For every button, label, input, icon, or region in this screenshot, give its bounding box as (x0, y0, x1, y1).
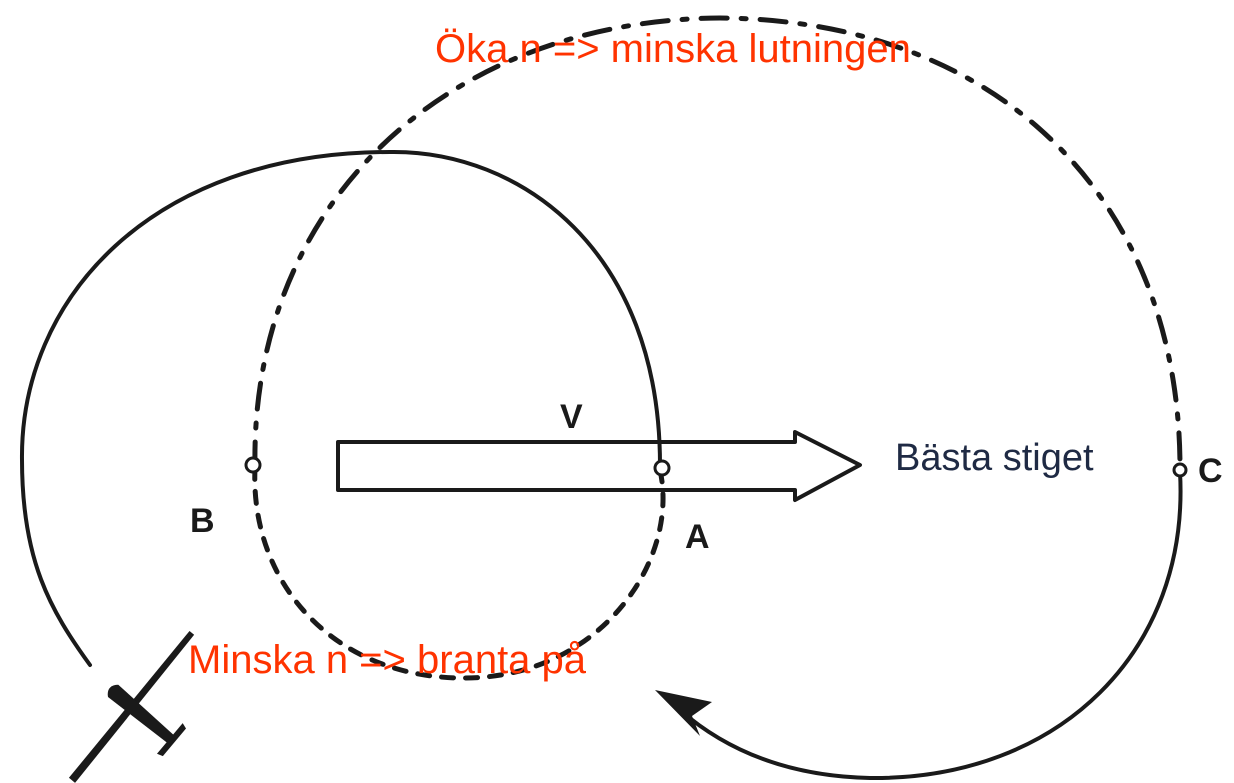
velocity-label: V (560, 398, 583, 436)
return-arrowhead (655, 690, 712, 736)
annotation-right: Bästa stiget (895, 437, 1094, 479)
solid-curve-a-to-glider (19, 149, 662, 667)
point-c-marker (1172, 462, 1188, 478)
solid-curve-c-to-arrow (678, 470, 1183, 781)
glider-icon (68, 630, 195, 783)
point-b-marker (244, 456, 262, 474)
dashed-curve-a-to-b (252, 465, 666, 681)
point-c-label: C (1198, 452, 1223, 490)
annotation-bottom: Minska n => branta på (188, 638, 587, 682)
velocity-arrow (336, 430, 862, 502)
annotation-top: Öka n => minska lutningen (435, 27, 911, 71)
point-a-marker (653, 459, 671, 477)
dash-dot-curve-b-to-c (252, 15, 1183, 471)
point-a-label: A (685, 518, 710, 556)
point-b-label: B (190, 502, 215, 540)
